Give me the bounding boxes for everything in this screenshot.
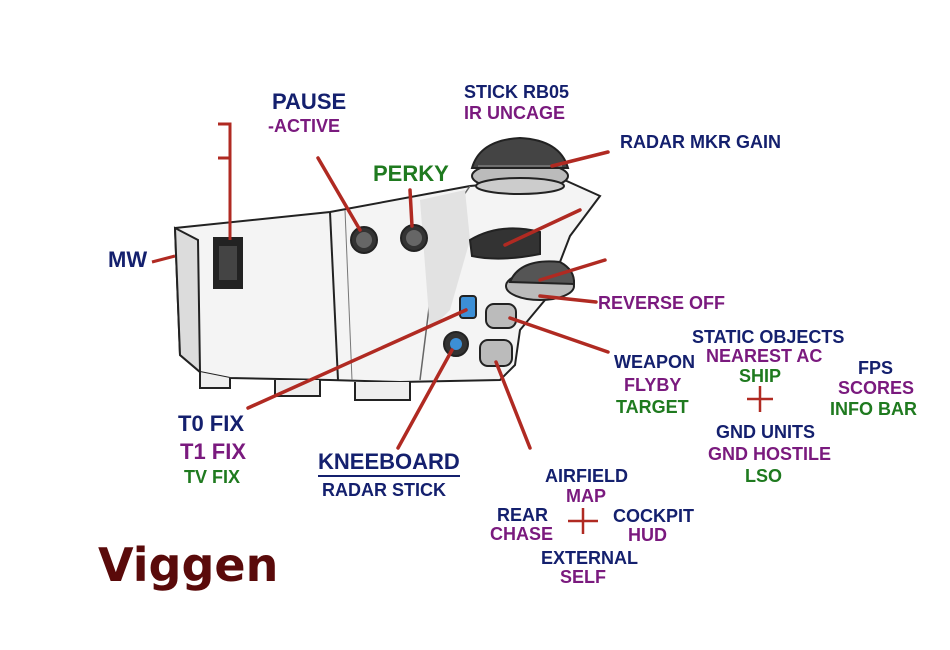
label-perky: PERKY [373,161,449,186]
leader-kneeboard [396,348,454,450]
cross-views [747,386,773,412]
label-pause: PAUSE [272,89,347,114]
label-ir-uncage: IR UNCAGE [464,103,566,123]
leader-lower-switch [538,258,607,282]
mw-bracket [151,122,232,264]
label-external: EXTERNAL [541,548,639,568]
label-t1-fix: T1 FIX [180,439,247,464]
label-info-bar: INFO BAR [830,399,917,419]
label-gnd-hostile: GND HOSTILE [708,444,832,464]
cross-camera [568,508,598,534]
label-flyby: FLYBY [624,375,682,395]
diagram-title: Viggen [98,538,279,592]
leader-perky [408,188,414,228]
throttle-body [173,136,602,401]
leader-t0-fix [246,308,468,410]
leader-reverse-off [538,294,598,304]
leader-upper-switch [503,208,582,247]
leader-pause [316,156,362,232]
label-ship: SHIP [739,366,782,386]
label-lso: LSO [745,466,783,486]
leader-lines [246,150,610,450]
leader-weapon [508,316,610,354]
label-stick-rb05: STICK RB05 [464,82,570,102]
cross-marks [568,386,773,534]
leader-airfield [494,360,532,450]
label-t0-fix: T0 FIX [178,411,245,436]
label-airfield: AIRFIELD [545,466,628,486]
label-pause-active: -ACTIVE [268,116,340,136]
label-weapon: WEAPON [614,352,695,372]
label-scores: SCORES [838,378,915,398]
label-target: TARGET [616,397,689,417]
label-tv-fix: TV FIX [184,467,241,487]
label-gnd-units: GND UNITS [716,422,815,442]
label-chase: CHASE [490,524,554,544]
label-mw: MW [108,247,148,272]
label-fps: FPS [858,358,894,378]
label-reverse-off: REVERSE OFF [598,293,726,313]
label-cockpit: COCKPIT [613,506,694,526]
label-radar-mkr-gain: RADAR MKR GAIN [620,132,781,152]
label-radar-stick: RADAR STICK [322,480,446,500]
label-nearest-ac: NEAREST AC [706,346,823,366]
label-hud: HUD [628,525,667,545]
label-static-objects: STATIC OBJECTS [692,327,845,347]
label-kneeboard: KNEEBOARD [318,450,460,477]
leader-radar-mkr-gain [550,150,610,168]
label-self: SELF [560,567,607,587]
label-rear: REAR [497,505,549,525]
label-map: MAP [566,486,606,506]
